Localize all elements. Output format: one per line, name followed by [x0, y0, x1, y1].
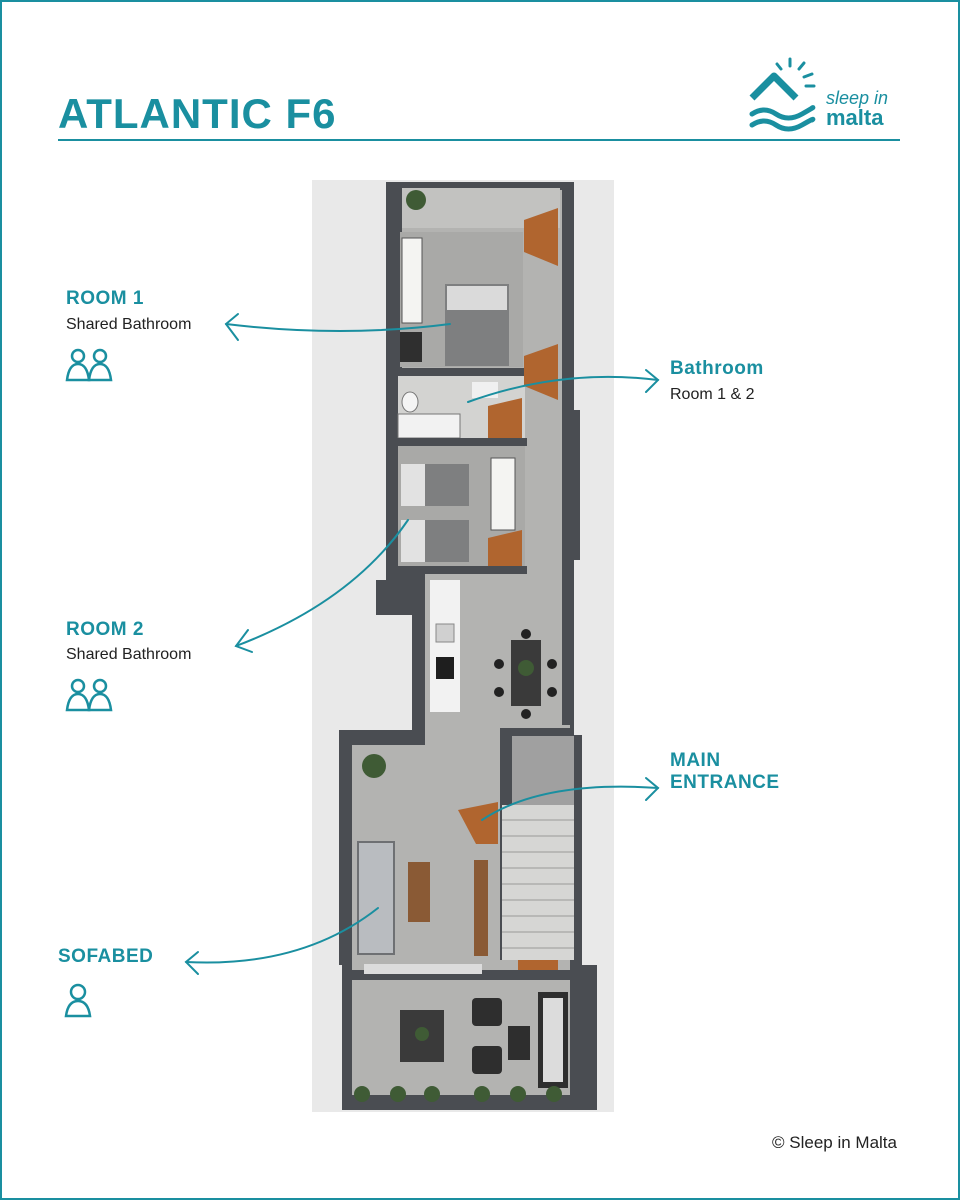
page-title: ATLANTIC F6 — [58, 90, 337, 137]
room1-subtitle: Shared Bathroom — [66, 316, 192, 333]
bathroom-subtitle: Room 1 & 2 — [670, 386, 755, 403]
title-divider — [58, 139, 900, 141]
room2-label: ROOM 2 — [66, 619, 144, 640]
bathroom-label: Bathroom — [670, 358, 764, 379]
sleep-in-malta-logo — [749, 57, 816, 132]
main-entrance-label: MAIN ENTRANCE — [670, 750, 780, 793]
two-people-icon — [65, 678, 113, 712]
sofabed-label: SOFABED — [58, 946, 154, 967]
floor-plan-render — [312, 180, 614, 1112]
person-icon — [64, 983, 92, 1018]
logo-text: sleep in malta — [826, 88, 889, 130]
room2-subtitle: Shared Bathroom — [66, 646, 192, 663]
two-people-icon — [65, 348, 113, 382]
room1-label: ROOM 1 — [66, 288, 144, 309]
copyright-notice: © Sleep in Malta — [772, 1133, 897, 1152]
logo-line-1: sleep in — [826, 88, 889, 108]
logo-line-2: malta — [826, 105, 884, 130]
